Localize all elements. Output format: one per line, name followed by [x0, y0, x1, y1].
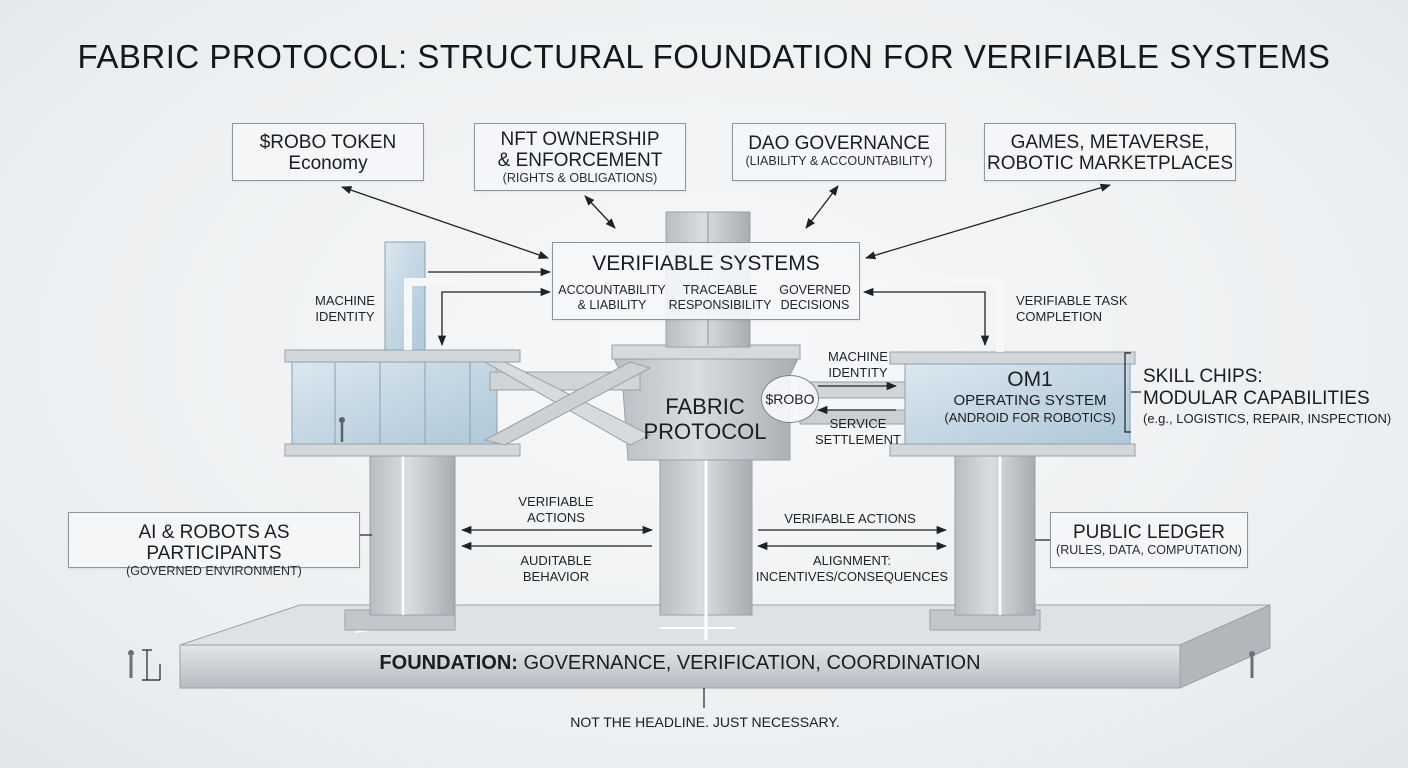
- dao-sub: (LIABILITY & ACCOUNTABILITY): [745, 154, 933, 168]
- vs-col2-line1: TRACEABLE: [682, 283, 758, 297]
- om1-line3: (ANDROID FOR ROBOTICS): [944, 410, 1116, 425]
- vs-col1-line2: & LIABILITY: [577, 298, 647, 312]
- ai-robots-line1: AI & ROBOTS AS PARTICIPANTS: [138, 522, 290, 564]
- alignment-line2: INCENTIVES/CONSEQUENCES: [755, 569, 949, 584]
- foundation-slab: [179, 604, 1271, 689]
- mi-right-line2: IDENTITY: [828, 365, 888, 380]
- vs-col1-line1: ACCOUNTABILITY: [558, 283, 666, 297]
- connectors: [360, 352, 1141, 541]
- games-line2: ROBOTIC MARKETPLACES: [987, 153, 1233, 174]
- om1-line2: OPERATING SYSTEM: [953, 392, 1107, 409]
- skill-line2: MODULAR CAPABILITIES: [1143, 388, 1370, 409]
- public-ledger-box: PUBLIC LEDGER (RULES, DATA, COMPUTATION): [1050, 512, 1248, 568]
- ss-line1: SERVICE: [829, 416, 887, 431]
- vs-column-traceable: TRACEABLE RESPONSIBILITY: [664, 283, 776, 313]
- va-left-line1: VERIFIABLE: [518, 494, 594, 509]
- nft-line1: NFT OWNERSHIP: [500, 129, 660, 150]
- left-platform: [284, 241, 548, 457]
- dao-line1: DAO GOVERNANCE: [748, 133, 930, 154]
- right-platform: [862, 278, 1136, 457]
- vt-line1: VERIFIABLE TASK: [1016, 293, 1128, 308]
- foundation-rest: GOVERNANCE, VERIFICATION, COORDINATION: [517, 652, 981, 674]
- mi-right-line1: MACHINE: [828, 349, 888, 364]
- verifiable-systems-title: VERIFIABLE SYSTEMS: [592, 252, 820, 275]
- arrows: [341, 183, 1111, 551]
- vs-col2-line2: RESPONSIBILITY: [668, 298, 772, 312]
- vs-col3-line2: DECISIONS: [780, 298, 850, 312]
- robo-badge: $ROBO: [761, 375, 819, 423]
- ss-line2: SETTLEMENT: [815, 432, 901, 447]
- machine-identity-right-label: MACHINE IDENTITY: [818, 349, 898, 381]
- fabric-line2: PROTOCOL: [643, 419, 767, 444]
- vs-column-accountability: ACCOUNTABILITY & LIABILITY: [556, 283, 668, 313]
- service-settlement-label: SERVICE SETTLEMENT: [812, 416, 904, 448]
- ab-line2: BEHAVIOR: [522, 569, 590, 584]
- mi-left-line1: MACHINE: [315, 293, 375, 308]
- machine-identity-left-label: MACHINE IDENTITY: [300, 293, 390, 325]
- om1-label: OM1 OPERATING SYSTEM (ANDROID FOR ROBOTI…: [930, 368, 1130, 426]
- robo-token-line2: Economy: [288, 153, 368, 174]
- vs-column-governed: GOVERNED DECISIONS: [772, 283, 858, 313]
- cross-bridges: [483, 361, 906, 446]
- fabric-protocol-label: FABRIC PROTOCOL: [620, 394, 790, 444]
- skill-line1: SKILL CHIPS:: [1143, 366, 1263, 387]
- foundation-label: FOUNDATION: GOVERNANCE, VERIFICATION, CO…: [180, 652, 1180, 675]
- skill-chips-label: SKILL CHIPS: MODULAR CAPABILITIES (e.g.,…: [1143, 366, 1391, 428]
- robo-token-line1: $ROBO TOKEN: [259, 132, 397, 153]
- verifable-actions-right-label: VERIFABLE ACTIONS: [784, 511, 916, 526]
- ab-line1: AUDITABLE: [520, 553, 592, 568]
- om1-line1: OM1: [1007, 368, 1053, 391]
- left-pillar: [344, 454, 456, 631]
- nft-sub: (RIGHTS & OBLIGATIONS): [502, 171, 658, 185]
- vt-line2: COMPLETION: [1016, 309, 1102, 324]
- auditable-behavior-label: AUDITABLE BEHAVIOR: [500, 553, 612, 585]
- verifiable-systems-box: VERIFIABLE SYSTEMS: [552, 242, 860, 320]
- robo-token-box: $ROBO TOKEN Economy: [232, 123, 424, 181]
- fabric-line1: FABRIC: [665, 394, 745, 419]
- nft-line2: & ENFORCEMENT: [497, 150, 663, 171]
- ai-robots-sub: (GOVERNED ENVIRONMENT): [126, 564, 302, 578]
- footer-caption: NOT THE HEADLINE. JUST NECESSARY.: [570, 714, 840, 730]
- vs-col3-line1: GOVERNED: [779, 283, 851, 297]
- games-line1: GAMES, METAVERSE,: [1010, 132, 1210, 153]
- verifiable-task-label: VERIFIABLE TASK COMPLETION: [1016, 293, 1146, 325]
- foundation-bold: FOUNDATION:: [379, 652, 518, 674]
- dao-governance-box: DAO GOVERNANCE (LIABILITY & ACCOUNTABILI…: [732, 123, 946, 181]
- verifiable-actions-left-label: VERIFIABLE ACTIONS: [500, 494, 612, 526]
- public-ledger-sub: (RULES, DATA, COMPUTATION): [1056, 543, 1242, 557]
- alignment-label: ALIGNMENT: INCENTIVES/CONSEQUENCES: [752, 553, 952, 585]
- nft-ownership-box: NFT OWNERSHIP & ENFORCEMENT (RIGHTS & OB…: [474, 123, 686, 191]
- page-title: FABRIC PROTOCOL: STRUCTURAL FOUNDATION F…: [77, 38, 1331, 75]
- scale-figures: [128, 649, 1255, 708]
- ai-robots-box: AI & ROBOTS AS PARTICIPANTS (GOVERNED EN…: [68, 512, 360, 578]
- alignment-line1: ALIGNMENT:: [812, 553, 891, 568]
- public-ledger-line1: PUBLIC LEDGER: [1072, 522, 1226, 543]
- va-left-line2: ACTIONS: [527, 510, 585, 525]
- right-pillar: [929, 454, 1041, 631]
- skill-line3: (e.g., LOGISTICS, REPAIR, INSPECTION): [1143, 411, 1392, 426]
- mi-left-line2: IDENTITY: [315, 309, 375, 324]
- games-metaverse-box: GAMES, METAVERSE, ROBOTIC MARKETPLACES: [984, 123, 1236, 181]
